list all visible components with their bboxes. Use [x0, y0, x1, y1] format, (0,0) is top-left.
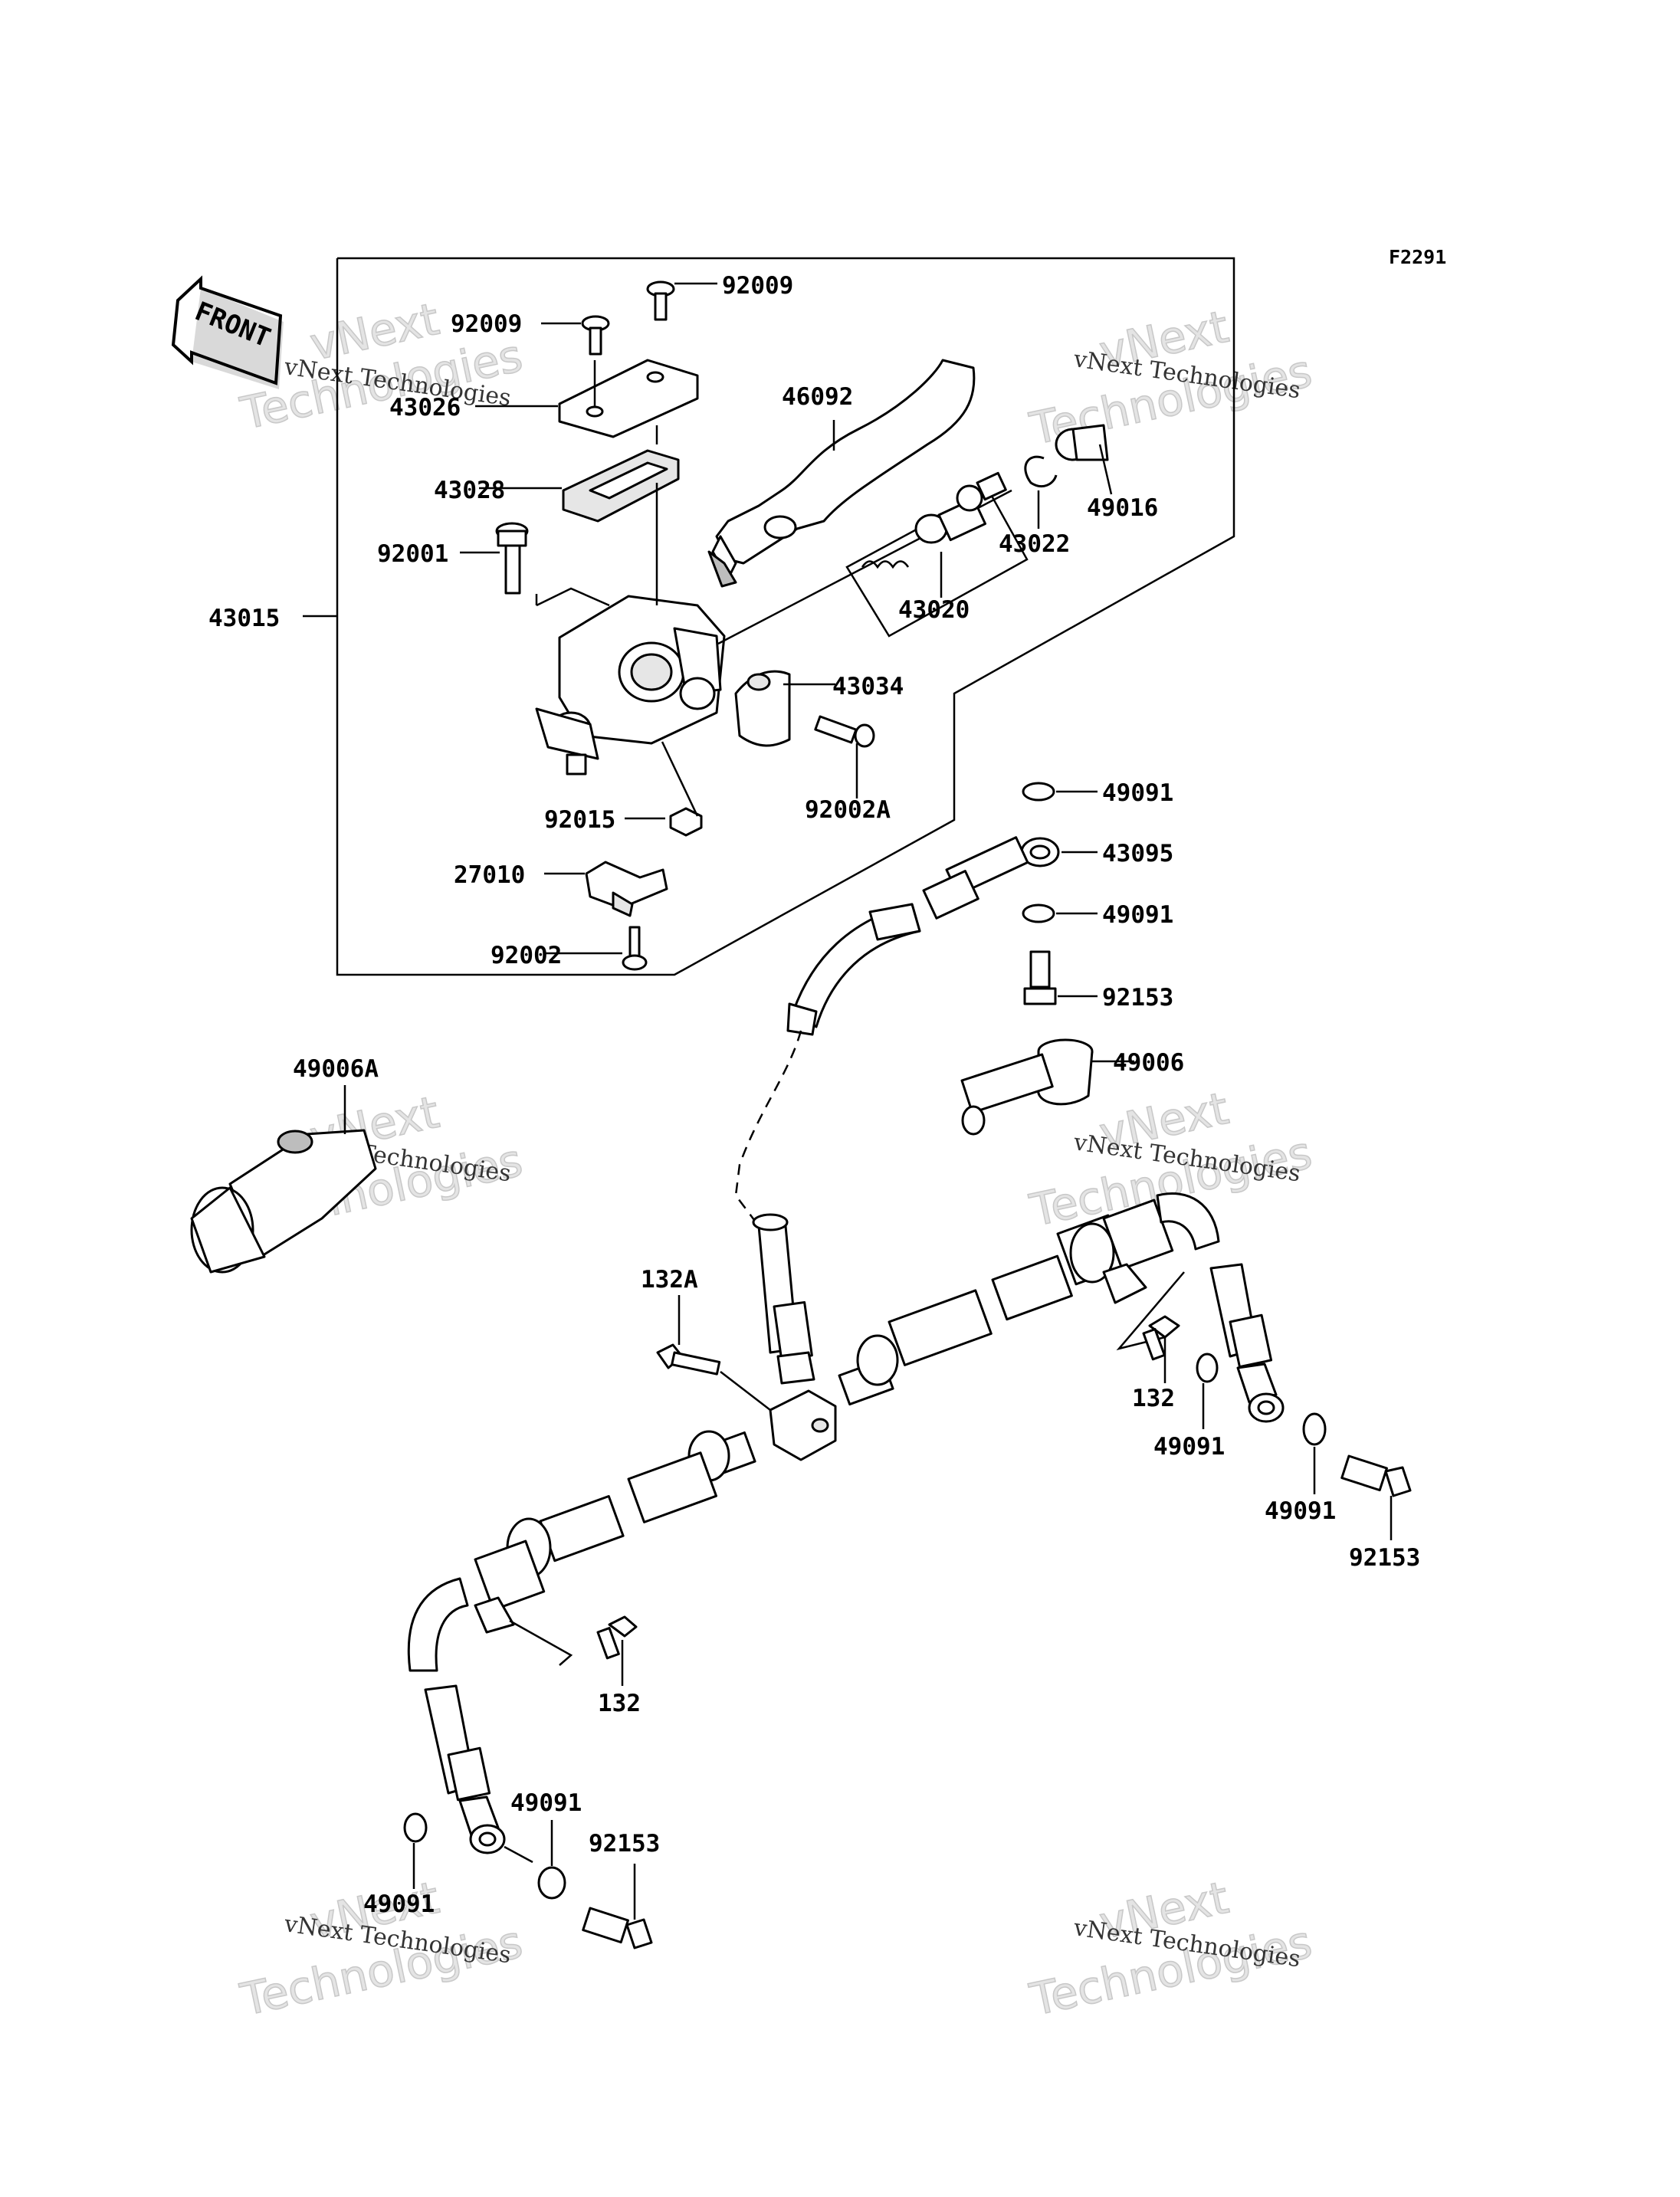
- left-hose: [407, 1430, 756, 1672]
- bolt-132-right: [1142, 1315, 1180, 1383]
- diagram-code: F2291: [1389, 246, 1446, 268]
- label-132-right: 132: [1132, 1385, 1175, 1412]
- rubber-cap-49006A: [190, 1085, 377, 1274]
- label-49091-e: 49091: [510, 1789, 582, 1817]
- label-92001: 92001: [377, 540, 448, 568]
- label-92153-a: 92153: [1102, 984, 1173, 1012]
- label-49016: 49016: [1087, 494, 1158, 522]
- label-92009-top: 92009: [722, 272, 793, 300]
- bolt-132-bottom: [596, 1615, 638, 1686]
- label-92009-mid: 92009: [451, 310, 522, 338]
- label-43020: 43020: [898, 596, 970, 624]
- label-49091-b: 49091: [1102, 901, 1173, 929]
- label-49091-a: 49091: [1102, 779, 1173, 807]
- bolt-92001: [460, 522, 610, 607]
- banjo-bolt-92153-a: [1023, 950, 1098, 1005]
- brake-lever-46092: [707, 359, 976, 588]
- watermark-top-right: Technologies vNext vNext Technologies: [1025, 300, 1317, 455]
- right-hose-down: [1209, 1263, 1285, 1423]
- screw-92009-mid: [541, 315, 610, 356]
- watermark-bottom-right: Technologies vNext vNext Technologies: [1025, 1871, 1317, 2026]
- label-43022: 43022: [999, 530, 1070, 558]
- label-49091-c: 49091: [1153, 1433, 1225, 1461]
- screw-92002: [544, 926, 648, 971]
- clamp-43034: [734, 670, 835, 747]
- label-92002: 92002: [491, 942, 562, 969]
- label-49091-f: 49091: [363, 1890, 435, 1918]
- master-cylinder-body: [535, 425, 1012, 776]
- label-49006: 49006: [1113, 1049, 1184, 1077]
- washer-49091-b: [1022, 903, 1098, 923]
- label-132-bottom: 132: [598, 1690, 641, 1717]
- label-43095: 43095: [1102, 840, 1173, 867]
- hose-vertical-to-tee: [752, 1213, 815, 1385]
- label-43028: 43028: [434, 477, 505, 504]
- brake-switch-27010: [544, 861, 668, 917]
- watermark-top-left: Technologies vNext vNext Technologies: [235, 292, 527, 440]
- label-43015: 43015: [208, 605, 280, 632]
- washer-49091-d: [1302, 1412, 1327, 1494]
- piston-kit-43020: [845, 471, 1029, 638]
- circlip-43022: [1024, 455, 1058, 529]
- diaphragm-43028: [479, 449, 680, 523]
- washer-49091-c: [1196, 1353, 1219, 1429]
- bolt-92002A: [814, 715, 875, 798]
- nut-92015: [625, 741, 703, 837]
- front-direction-arrow: FRONT: [171, 275, 284, 389]
- rubber-cap-49006: [960, 1038, 1134, 1136]
- label-49006A: 49006A: [293, 1055, 379, 1083]
- label-92153-c: 92153: [589, 1830, 660, 1858]
- upper-brake-hose: [734, 836, 1029, 1227]
- label-46092: 46092: [782, 383, 853, 411]
- assembly-frame: [336, 257, 1235, 976]
- dust-boot-49016: [1055, 424, 1113, 495]
- banjo-fitting-43095: [1020, 837, 1098, 867]
- label-92015: 92015: [544, 806, 615, 834]
- label-132A: 132A: [641, 1266, 698, 1294]
- reservoir-cover-43026: [475, 359, 699, 438]
- washer-49091-a: [1022, 782, 1098, 802]
- banjo-bolt-92153-b: [1340, 1454, 1412, 1540]
- label-27010: 27010: [454, 861, 525, 889]
- tee-joint: [769, 1389, 837, 1461]
- bolt-132A: [656, 1295, 771, 1411]
- washer-49091-f: [537, 1820, 566, 1900]
- left-hose-down: [424, 1684, 533, 1864]
- washer-49091-e: [403, 1812, 428, 1889]
- label-92153-b: 92153: [1349, 1544, 1420, 1572]
- label-43034: 43034: [832, 673, 904, 700]
- banjo-bolt-92153-c: [582, 1864, 653, 1949]
- right-hose: [838, 1192, 1220, 1406]
- label-43026: 43026: [389, 394, 461, 421]
- screw-92009-top: [646, 280, 717, 321]
- label-49091-d: 49091: [1265, 1497, 1336, 1525]
- label-92002A: 92002A: [805, 796, 891, 824]
